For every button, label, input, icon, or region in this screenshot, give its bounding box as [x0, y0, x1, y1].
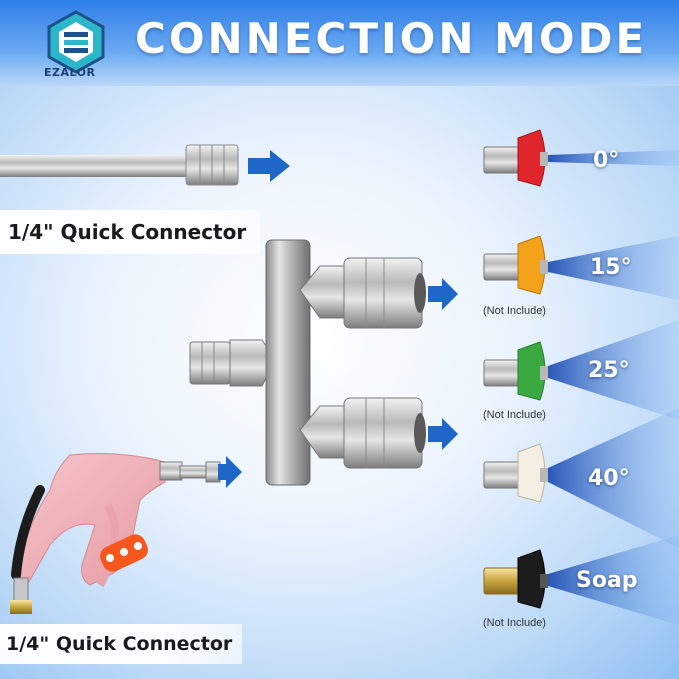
- not-included-note-25: (Not Include): [483, 409, 546, 421]
- nozzle-angle-25: 25°: [588, 358, 630, 383]
- page-title: CONNECTION MODE: [135, 14, 648, 63]
- nozzle-angle-15: 15°: [590, 255, 632, 280]
- arrow-right-icon: [428, 418, 458, 450]
- wand-connector-label: 1/4" Quick Connector: [0, 210, 261, 254]
- gun-connector-label: 1/4" Quick Connector: [0, 624, 243, 664]
- arrow-right-icon: [428, 278, 458, 310]
- spray-soap: [548, 535, 679, 625]
- spray-25-deg: [548, 320, 679, 420]
- dual-outlet-adapter: [189, 239, 426, 486]
- arrow-right-icon: [248, 150, 290, 182]
- nozzle-tip-0: [483, 129, 548, 187]
- header-banner: [0, 0, 679, 86]
- nozzle-tip-15: [483, 235, 548, 295]
- nozzle-angle-0: 0°: [593, 148, 620, 173]
- not-included-note-15: (Not Include): [483, 305, 546, 317]
- ezalor-logo-icon: [47, 10, 105, 74]
- nozzle-tip-40: [483, 443, 548, 503]
- arrow-right-icon: [218, 456, 242, 488]
- spray-0-deg: [548, 150, 679, 166]
- spray-40-deg: [548, 408, 679, 548]
- nozzle-tip-25: [483, 341, 548, 401]
- spray-15-deg: [548, 236, 679, 300]
- nozzle-angle-40: 40°: [588, 466, 630, 491]
- wand-extension: [0, 144, 239, 186]
- not-included-note-soap: (Not Include): [483, 617, 546, 629]
- nozzle-angle-soap: Soap: [576, 568, 638, 593]
- spray-gun: [10, 453, 221, 614]
- brand-name: EZALOR: [44, 66, 96, 79]
- nozzle-tip-soap: [483, 549, 548, 609]
